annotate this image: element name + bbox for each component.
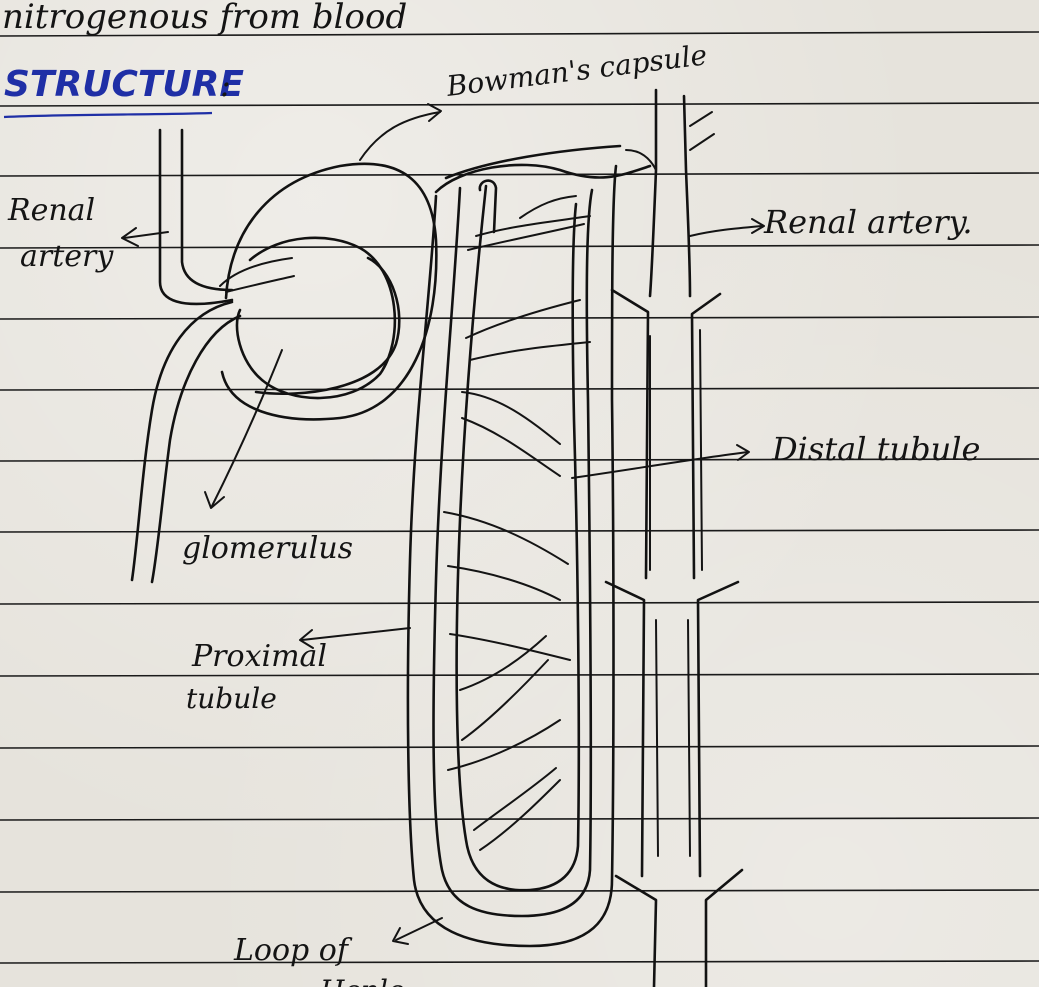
label-glomerulus: glomerulus — [182, 531, 353, 566]
label-renal-artery-left-2: artery — [20, 239, 114, 274]
heading-underline — [4, 113, 212, 117]
loop-of-henle — [408, 146, 650, 946]
label-loop-of-henle-2: Henle — [319, 974, 405, 987]
structure-heading-colon: : — [220, 66, 231, 104]
label-loop-of-henle-1: Loop of — [233, 933, 353, 968]
label-renal-artery-right: Renal artery. — [763, 203, 973, 241]
ruled-lines — [0, 32, 1039, 963]
bowmans-capsule — [220, 164, 436, 420]
top-line-text: nitrogenous from blood — [2, 0, 407, 37]
collecting-duct — [606, 90, 742, 987]
capillaries — [444, 196, 590, 850]
label-renal-artery-left-1: Renal — [7, 193, 95, 228]
structure-heading: STRUCTURE — [4, 64, 244, 105]
renal-artery-left-vessel — [132, 130, 240, 582]
label-proximal-tubule-2: tubule — [186, 682, 277, 715]
label-bowmans-capsule: Bowman's capsule — [444, 38, 709, 103]
label-distal-tubule: Distal tubule — [771, 430, 980, 468]
